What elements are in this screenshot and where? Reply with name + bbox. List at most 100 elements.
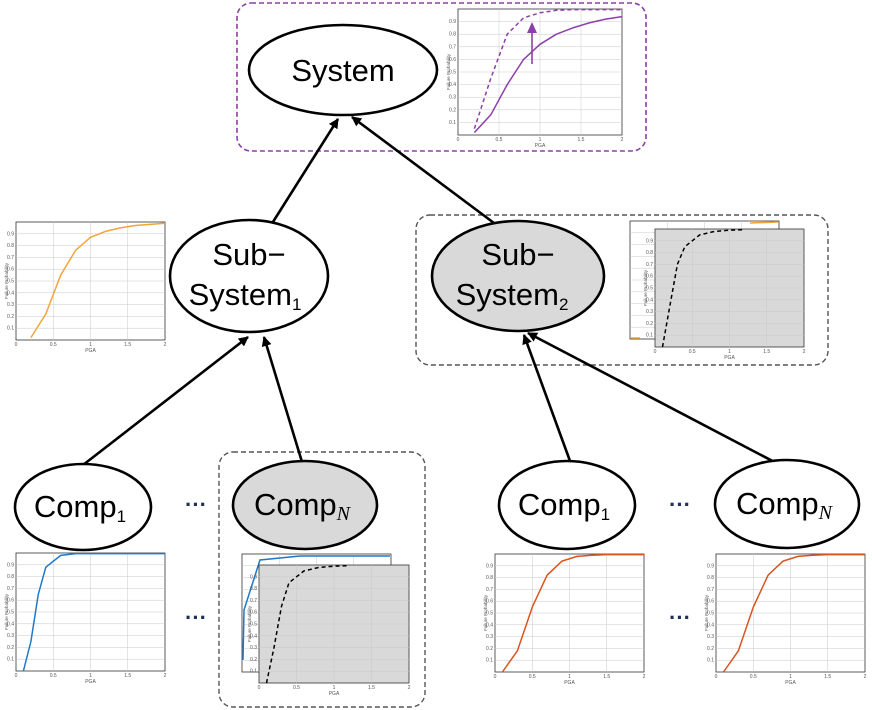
- left-comp1-plot-xtick: 0: [15, 673, 18, 679]
- subsystem2-plot-xtick: 1.5: [763, 349, 770, 355]
- left-compN-plot-ytick: 0.2: [250, 657, 257, 663]
- right-compN-plot-ytick: 0.4: [707, 622, 714, 628]
- subsystem1-plot-xtick: 0: [15, 342, 18, 348]
- left-comp1-plot-ytick: 0.1: [7, 657, 14, 663]
- right-comp1-plot-ytick: 0.7: [486, 587, 493, 593]
- left-compN-plot-ytick: 0.9: [250, 574, 257, 580]
- right-comp1-plot-ytick: 0.4: [486, 622, 493, 628]
- right-comp1-plot-xtick: 1: [568, 674, 571, 680]
- subsystem1-plot-ytick: 0.1: [7, 326, 14, 332]
- left-comp1-plot-ytick: 0.6: [7, 598, 14, 604]
- ellipsis-right-nodes: ···: [669, 492, 691, 517]
- left-compN-plot-ytick: 0.4: [250, 633, 257, 639]
- subsystem2-plot-xtick: 2: [803, 349, 806, 355]
- left-compN-label-group: CompN: [254, 487, 352, 525]
- subsystem2-plot-ytick: 0.8: [646, 250, 653, 256]
- left-compN-plot-ylabel: Failure Probability: [247, 605, 252, 642]
- left-comp1-plot-xtick: 1: [89, 673, 92, 679]
- subsystem2-plot-ytick: 0.4: [646, 297, 653, 303]
- system-plot-ytick: 0.4: [449, 82, 456, 88]
- subsystem2-plot-xlabel: PGA: [724, 355, 735, 361]
- left-comp1-plot-xtick: 1.5: [124, 673, 131, 679]
- left-comp1-plot-xtick: 0.5: [50, 673, 57, 679]
- left-comp1-label-group: Comp1: [34, 489, 126, 526]
- right-comp1-plot-xlabel: PGA: [564, 680, 575, 686]
- system-plot-ytick: 0.6: [449, 57, 456, 63]
- right-compN-subscript: N: [818, 502, 834, 524]
- subsystem2-plot-xtick: 0.5: [689, 349, 696, 355]
- system-plot-xtick: 0.5: [496, 137, 503, 143]
- right-comp1-node: Comp1: [497, 459, 637, 551]
- system-plot-shift-arrowhead: [527, 22, 537, 33]
- system-plot-ytick: 0.2: [449, 107, 456, 113]
- left-compN-group-box: [218, 451, 426, 708]
- subsystem2-plot-ytick: 0.7: [646, 262, 653, 268]
- subsystem2-plot-series-0: [661, 228, 745, 348]
- subsystem1-label-line2-group: System1: [189, 277, 302, 314]
- left-compN-plot-xtick: 0: [258, 685, 261, 691]
- right-comp1-plot-ytick: 0.5: [486, 611, 493, 617]
- system-label: System: [291, 53, 394, 88]
- system-plot-ytick: 0.8: [449, 32, 456, 38]
- subsystem1-node: Sub− System1: [168, 218, 330, 334]
- system-plot-xlabel: PGA: [535, 143, 546, 149]
- right-comp1-plot-xtick: 0.5: [529, 674, 536, 680]
- left-comp1-plot-ytick: 0.2: [7, 645, 14, 651]
- right-compN-label-group: CompN: [736, 486, 834, 524]
- left-comp1-plot-xtick: 2: [164, 673, 167, 679]
- right-comp1-plot-ytick: 0.2: [486, 646, 493, 652]
- arrow-subsystem2-to-system: [351, 115, 507, 234]
- right-comp1-label-group: Comp1: [518, 487, 610, 524]
- subsystem2-subscript: 2: [559, 295, 568, 314]
- subsystem1-plot-xtick: 2: [164, 342, 167, 348]
- system-plot-series-1: [473, 8, 622, 129]
- left-comp1-plot-ytick: 0.9: [7, 562, 14, 568]
- subsystem1-plot-ytick: 0.6: [7, 267, 14, 273]
- right-comp1-plot-ytick: 0.1: [486, 658, 493, 664]
- right-compN-plot-ytick: 0.5: [707, 611, 714, 617]
- system-plot-series-0: [473, 15, 623, 134]
- right-compN-plot-xtick: 0: [715, 674, 718, 680]
- left-comp1-plot-ylabel: Failure Probability: [4, 593, 9, 630]
- right-comp1-label: Comp: [518, 487, 601, 522]
- system-plot-xtick: 1.5: [578, 137, 585, 143]
- left-comp1-plot-xlabel: PGA: [85, 679, 96, 685]
- subsystem2-plot-ytick: 0.1: [646, 333, 653, 339]
- arrow-right-compN-to-subsystem2: [527, 331, 783, 468]
- right-comp1-subscript: 1: [601, 505, 610, 524]
- system-plot-ytick: 0.9: [449, 19, 456, 25]
- left-compN-plot-xlabel: PGA: [329, 691, 340, 697]
- right-compN-plot-ylabel: Failure Probability: [704, 594, 709, 631]
- left-compN-plot-xtick: 1: [333, 685, 336, 691]
- left-compN-plot-back-series: [242, 555, 390, 661]
- left-comp1-subscript: 1: [117, 507, 126, 526]
- right-compN-plot-ytick: 0.7: [707, 587, 714, 593]
- system-plot-xtick: 2: [621, 137, 624, 143]
- left-compN-plot-xtick: 0.5: [293, 685, 300, 691]
- ellipsis-right-plots: ···: [669, 605, 691, 630]
- subsystem1-plot-ytick: 0.3: [7, 302, 14, 308]
- left-compN-node: CompN: [231, 459, 379, 551]
- subsystem2-plot-ytick: 0.6: [646, 274, 653, 280]
- right-compN-plot-ytick: 0.1: [707, 658, 714, 664]
- right-compN-plot-ytick: 0.2: [707, 646, 714, 652]
- right-comp1-plot-ytick: 0.6: [486, 599, 493, 605]
- subsystem1-plot-ytick: 0.7: [7, 255, 14, 261]
- left-comp1-plot-ytick: 0.8: [7, 574, 14, 580]
- arrow-left-comp1-to-subsystem1: [82, 335, 249, 467]
- left-compN-plot-series-0: [265, 564, 350, 684]
- right-comp1-plot-xtick: 0: [494, 674, 497, 680]
- system-plot-ytick: 0.1: [449, 120, 456, 126]
- system-node: System: [247, 23, 439, 117]
- arrow-left-compN-to-subsystem1: [261, 336, 304, 463]
- subsystem1-subscript: 1: [292, 295, 301, 314]
- left-comp1-plot-series-0: [22, 552, 165, 672]
- right-compN-plot-series-0: [722, 553, 865, 673]
